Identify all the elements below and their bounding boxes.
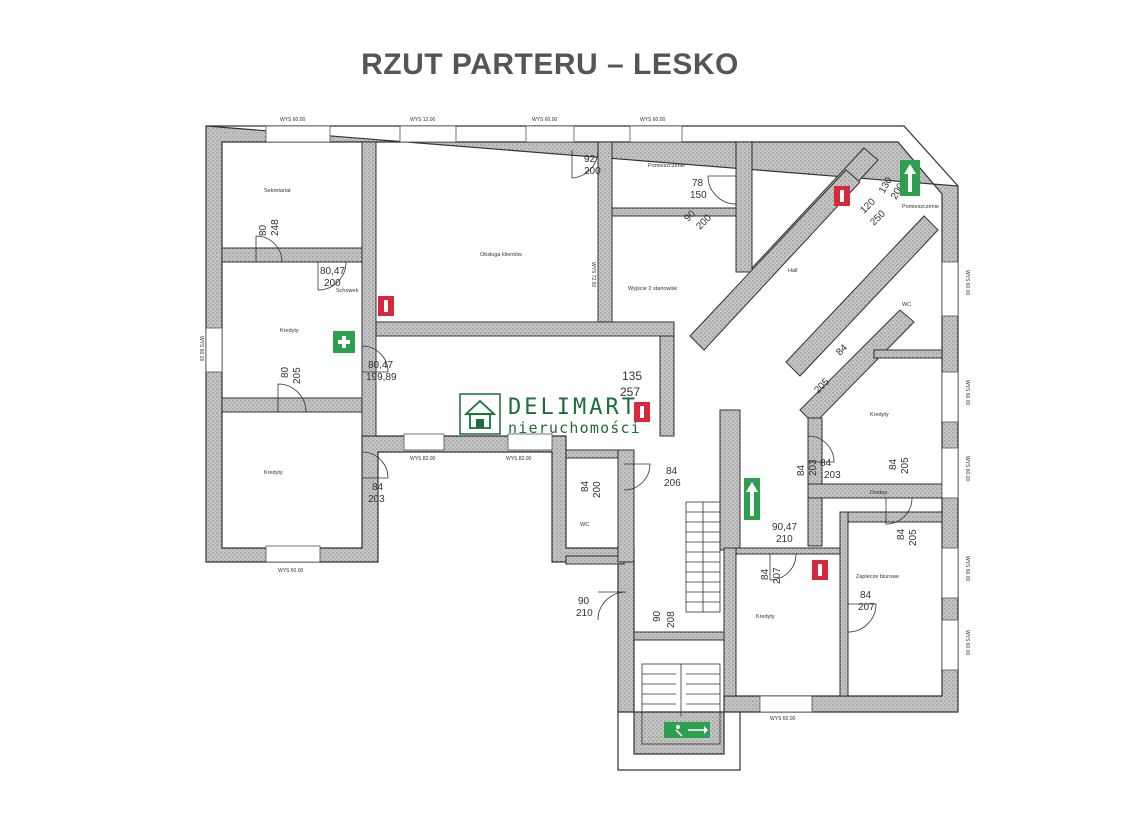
dimension-text: 205 xyxy=(900,457,911,474)
window-label: WYS 60.00 xyxy=(770,716,796,722)
room-label: WC xyxy=(580,522,589,528)
room-label: Pomieszczenie xyxy=(902,204,939,210)
dimension-text: 80 xyxy=(258,224,269,236)
dimension-text: 205 xyxy=(292,367,303,384)
dimension-text: 80,47 xyxy=(368,360,393,371)
dimension-text: 248 xyxy=(270,219,281,236)
window-label: WYS 60.00 xyxy=(964,270,970,296)
dimension-text: 80,47 xyxy=(320,266,345,277)
window-label: WYS 60.00 xyxy=(964,556,970,582)
room-label: Zaplecze biurowe xyxy=(856,574,899,580)
window-label: WYS 72.50 xyxy=(590,262,596,288)
dimension-text: 203 xyxy=(808,459,819,476)
logo-name: DELIMART xyxy=(508,395,638,420)
window-label: WYS 82.00 xyxy=(506,456,532,462)
dimension-text: 84 xyxy=(796,464,807,476)
dimension-text: 207 xyxy=(772,567,783,584)
dimension-text: 84 xyxy=(834,342,850,358)
dimension-text: 90 xyxy=(578,596,590,607)
room-label: Schowek xyxy=(336,288,359,294)
fire-extinguisher-sign xyxy=(812,560,828,580)
dimension-text: 84 xyxy=(820,458,832,469)
room-label: Wyjście 2 stanowisk xyxy=(628,286,677,292)
dimension-text: 250 xyxy=(868,208,888,228)
delimart-logo: DELIMART nieruchomości xyxy=(459,393,641,437)
dimension-text: 84 xyxy=(888,458,899,470)
windows xyxy=(205,125,959,713)
room-label: WC xyxy=(902,302,911,308)
room-label: Sekretariat xyxy=(264,188,291,194)
dimension-text: 92 xyxy=(584,154,596,165)
dimension-text: 84 xyxy=(760,568,771,580)
window-label: WYS 60.00 xyxy=(964,630,970,656)
staircase-main xyxy=(685,501,721,613)
room-label: Obsługa klientów xyxy=(480,252,522,258)
dimension-text: 84 xyxy=(372,482,384,493)
room-label: Kredyty xyxy=(280,328,299,334)
dimension-text: 203 xyxy=(368,494,385,505)
window-label: WYS 82.00 xyxy=(410,456,436,462)
dimension-text: 84 xyxy=(666,466,678,477)
dimension-text: 257 xyxy=(620,385,640,399)
dimension-text: 205 xyxy=(908,529,919,546)
window-label: WYS 60.00 xyxy=(964,456,970,482)
window-label: WYS 60.00 xyxy=(640,117,666,123)
dimension-text: 208 xyxy=(666,611,677,628)
window-label: WYS 60.00 xyxy=(278,568,304,574)
dimension-text: 150 xyxy=(690,190,707,201)
dimension-text: 203 xyxy=(824,470,841,481)
dimension-text: 200 xyxy=(592,481,603,498)
room-label: Dostęp xyxy=(870,490,887,496)
door-swings xyxy=(255,149,913,633)
dimension-text: 90,47 xyxy=(772,522,797,533)
emergency-exit-sign xyxy=(664,722,710,738)
window-labels: WYS 60.00 WYS 12.00 WYS 60.00 WYS 60.00 … xyxy=(198,117,970,722)
dimension-text: 210 xyxy=(776,534,793,545)
dimension-text: 84 xyxy=(580,480,591,492)
fire-extinguisher-sign xyxy=(834,186,850,206)
exit-arrow-sign xyxy=(744,478,760,520)
fire-extinguisher-sign xyxy=(378,296,394,316)
dimension-text: 200 xyxy=(584,166,601,177)
room-label: Kredyty xyxy=(264,470,283,476)
window-label: WYS 60.00 xyxy=(280,117,306,123)
room-label: Kredyty xyxy=(756,614,775,620)
dimension-text: 135 xyxy=(622,369,642,383)
exit-arrow-sign xyxy=(900,160,920,196)
plan-title: RZUT PARTERU – LESKO xyxy=(361,48,739,81)
dimension-text: 78 xyxy=(692,178,704,189)
dimension-text: 199,89 xyxy=(366,372,397,383)
window-label: WYS 12.00 xyxy=(410,117,436,123)
room-label: Kredyty xyxy=(870,412,889,418)
logo-tagline: nieruchomości xyxy=(508,419,641,437)
room-label: Hall xyxy=(788,268,797,274)
dimension-text: 80 xyxy=(280,366,291,378)
interior-walls xyxy=(221,141,943,697)
window-label: WYS 60.00 xyxy=(198,336,204,362)
dimension-text: 207 xyxy=(858,602,875,613)
dimension-text: 206 xyxy=(664,478,681,489)
dimension-text: 90 xyxy=(652,610,663,622)
dimension-text: 200 xyxy=(324,278,341,289)
staircase-lower xyxy=(641,663,721,745)
dimension-text: 84 xyxy=(860,590,872,601)
fire-extinguisher-sign xyxy=(634,402,650,422)
dimension-text: 210 xyxy=(576,608,593,619)
room-label: Pomieszczenie xyxy=(648,163,685,169)
first-aid-sign xyxy=(333,331,355,353)
room-labels: Sekretariat Kredyty Kredyty Obsługa klie… xyxy=(264,163,939,620)
window-label: WYS 60.00 xyxy=(532,117,558,123)
window-label: WYS 60.00 xyxy=(964,380,970,406)
dimension-text: 84 xyxy=(896,528,907,540)
